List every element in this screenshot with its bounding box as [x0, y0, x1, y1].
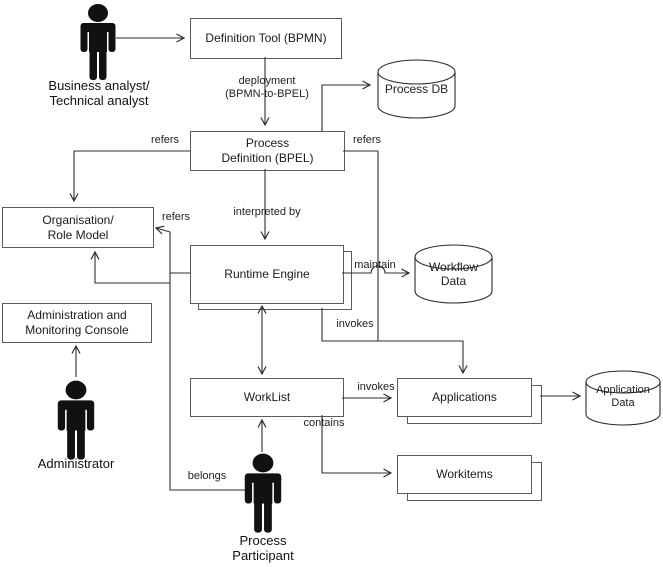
invokes-runtime-edge-label: invokes [336, 318, 374, 330]
business-analyst-label: Business analyst/ Technical analyst [48, 78, 150, 108]
edge-runtime-refers-org [154, 225, 190, 274]
edge-belongs-arrow [90, 250, 170, 284]
belongs-edge-label: belongs [187, 470, 227, 482]
edge-pd-refers-org [69, 150, 190, 203]
invokes-worklist-edge-label: invokes [357, 381, 395, 393]
deployment-edge-label: deployment (BPMN-to-BPEL) [225, 75, 309, 101]
administrator-label: Administrator [37, 456, 115, 471]
process-db-label: Process DB [384, 82, 449, 96]
refers-right-edge-label: refers [352, 134, 382, 146]
workflow-data-label: Workflow Data [428, 260, 479, 289]
administrator-actor-icon [57, 380, 95, 460]
worklist-node: WorkList [190, 378, 344, 417]
admin-monitoring-console-node: Administration and Monitoring Console [2, 303, 152, 343]
refers-left-edge-label: refers [150, 134, 180, 146]
contains-edge-label: contains [303, 417, 345, 429]
interpreted-by-edge-label: interpreted by [233, 206, 301, 218]
process-definition-node: Process Definition (BPEL) [190, 131, 345, 171]
runtime-engine-node: Runtime Engine [190, 245, 344, 304]
business-analyst-actor-icon [80, 4, 116, 80]
maintain-edge-label: maintain [354, 259, 396, 271]
definition-tool-node: Definition Tool (BPMN) [190, 18, 342, 59]
workitems-node: Workitems [397, 455, 532, 494]
process-participant-label: Process Participant [232, 533, 294, 563]
process-participant-actor-icon [244, 453, 282, 533]
refers-org-edge-label: refers [161, 211, 191, 223]
edge-pd-refers-right [343, 150, 379, 341]
applications-node: Applications [397, 378, 532, 417]
application-data-label: Application Data [596, 384, 650, 410]
organisation-role-model-node: Organisation/ Role Model [2, 207, 154, 248]
